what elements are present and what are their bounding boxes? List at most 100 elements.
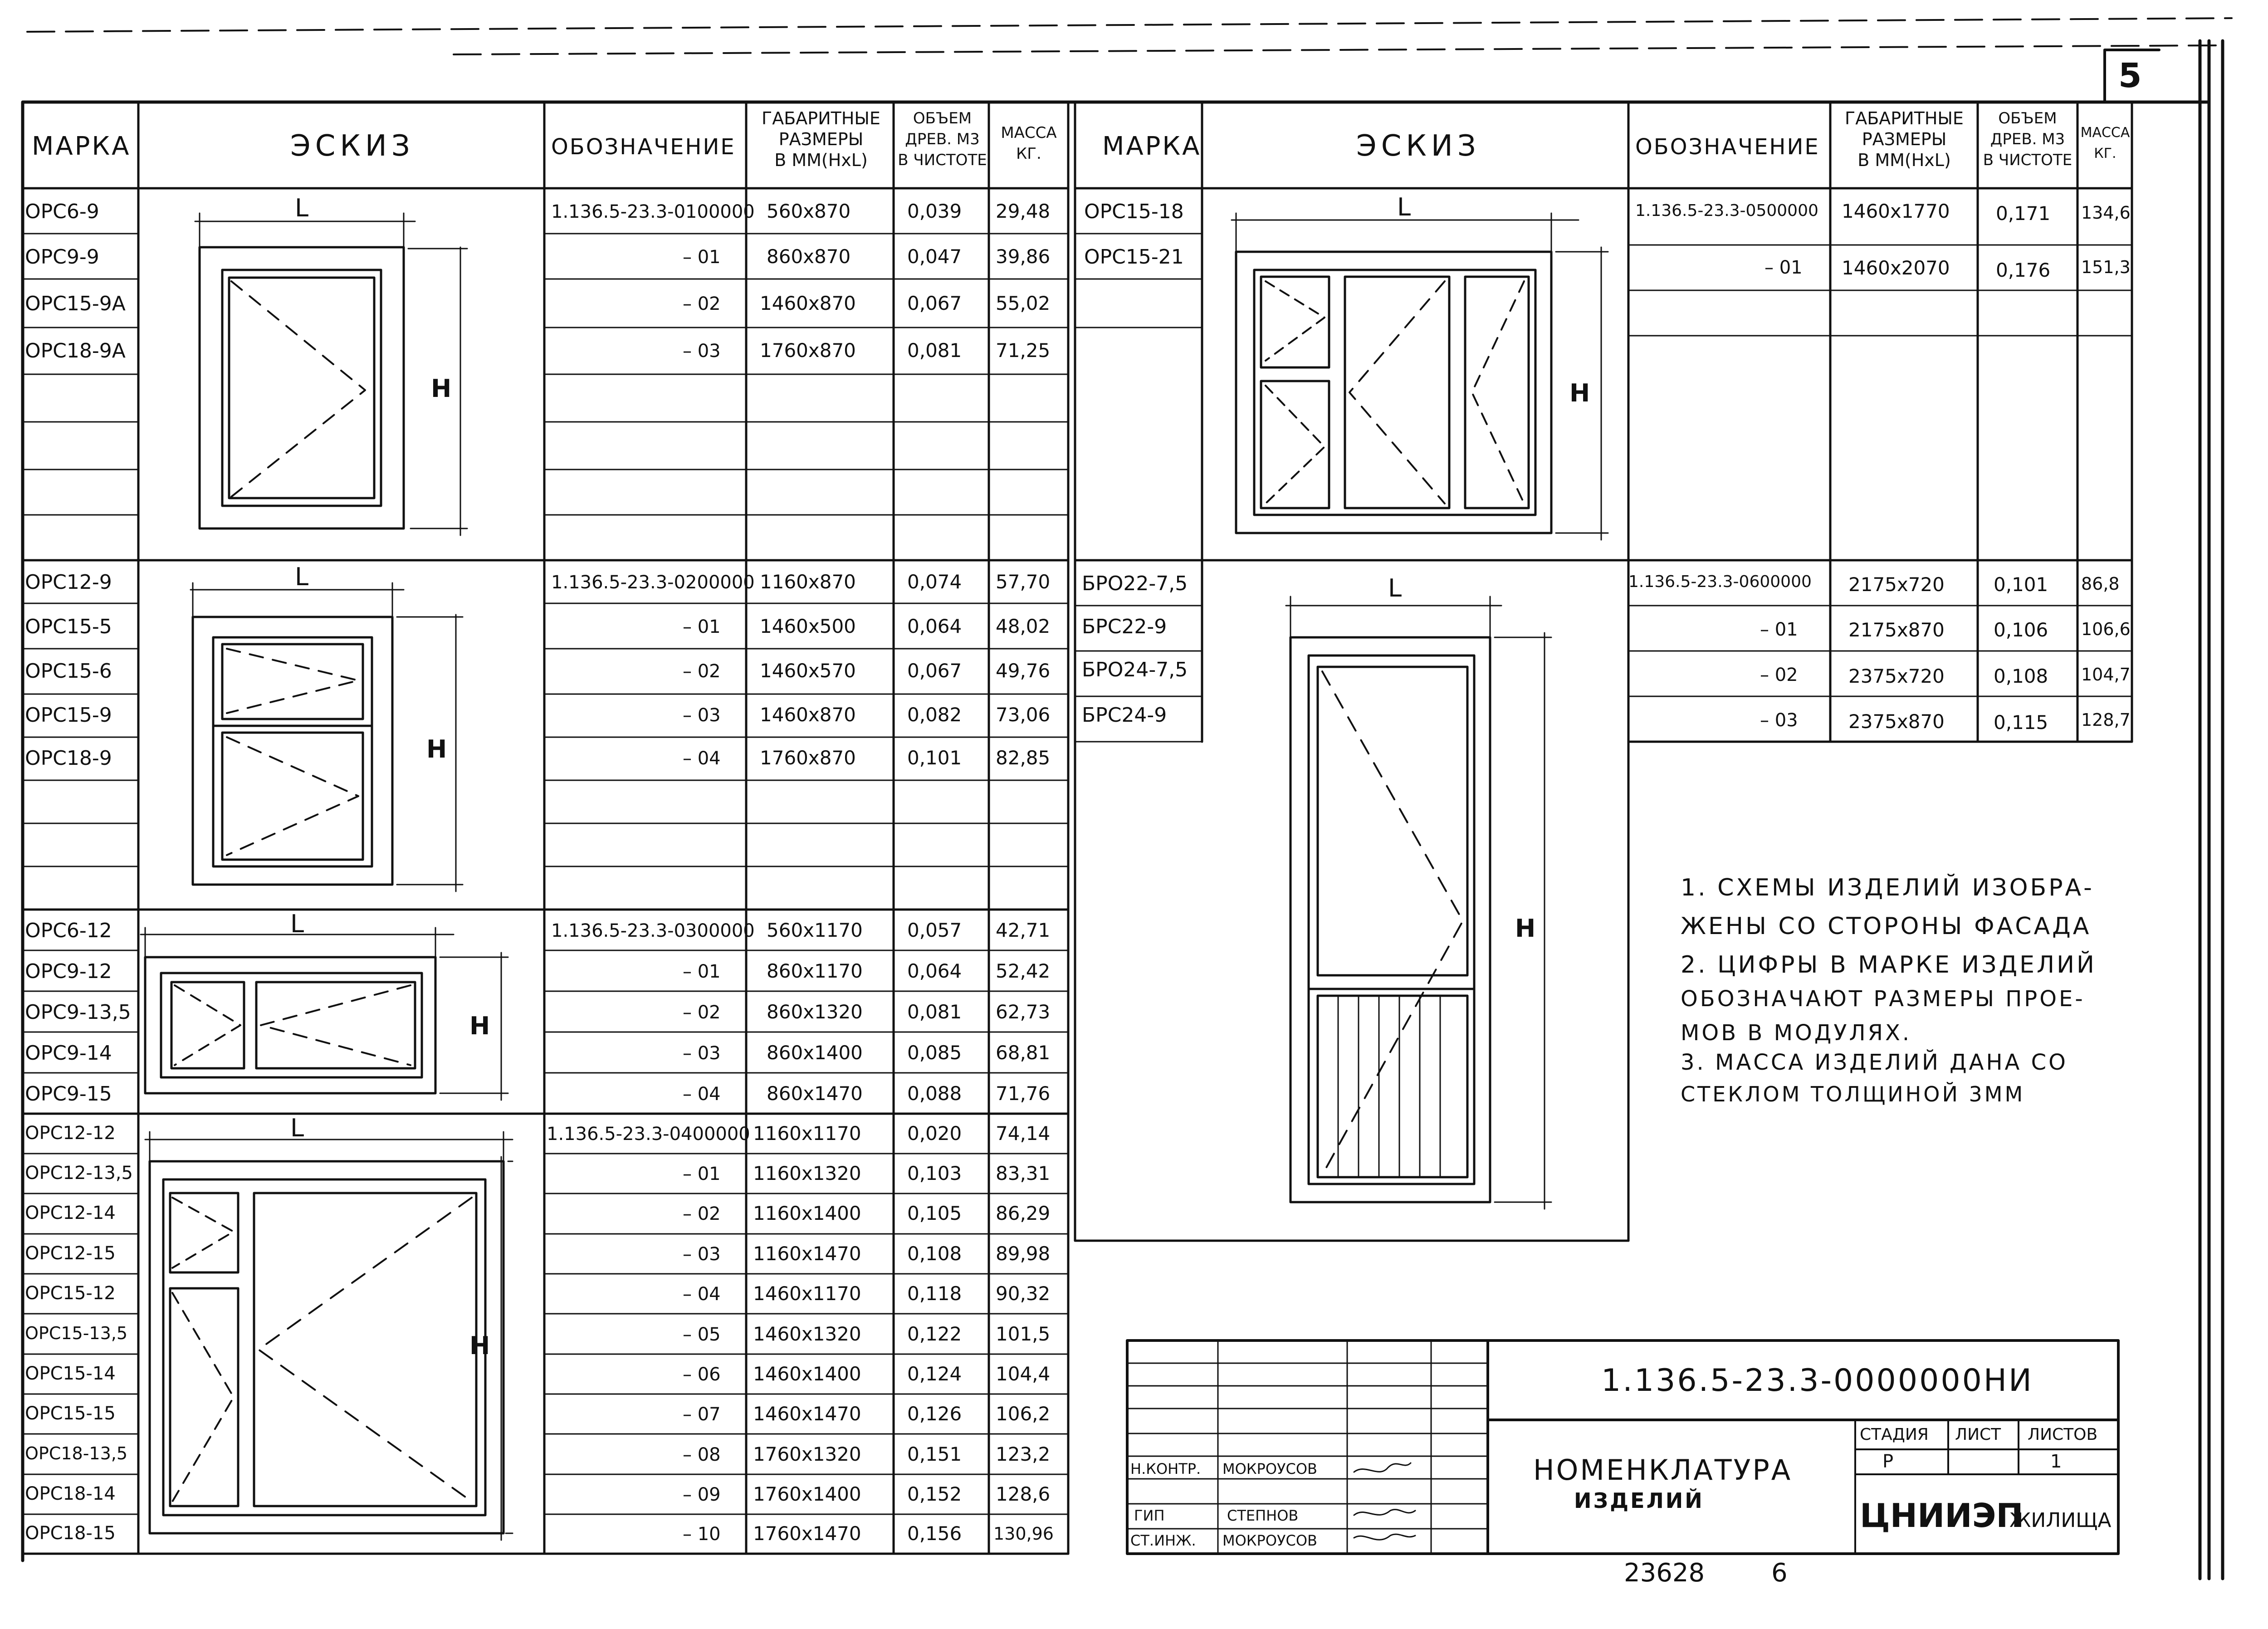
cell-dimensions: 1460х870: [760, 704, 856, 726]
cell-volume: 0,115: [1994, 711, 2048, 734]
cell-designation: – 03: [683, 341, 721, 362]
cell-volume: 0,047: [907, 245, 962, 268]
cell-designation: – 02: [1760, 665, 1798, 685]
sketch-width-label: L: [290, 910, 304, 938]
title-block-lines: [1126, 1339, 2120, 1555]
cell-mark: ОРС6-9: [25, 200, 99, 223]
cell-dimensions: 1760х1400: [753, 1483, 861, 1505]
cell-dimensions: 560х870: [767, 200, 851, 222]
cell-volume: 0,064: [907, 960, 962, 982]
cell-dimensions: 1460х570: [760, 660, 856, 682]
cell-volume: 0,085: [907, 1042, 962, 1064]
cell-mark: БРО22-7,5: [1082, 572, 1188, 595]
cell-volume: 0,126: [907, 1403, 962, 1425]
stage-label: СТАДИЯ: [1860, 1425, 1929, 1444]
signature-name: МОКРОУСОВ: [1222, 1460, 1317, 1477]
cell-volume: 0,152: [907, 1483, 962, 1505]
cell-mark: ОРС15-13,5: [25, 1323, 128, 1343]
organization-suffix: ЖИЛИЩА: [2009, 1509, 2112, 1532]
cell-designation: – 04: [683, 748, 721, 769]
sheets-label: ЛИСТОВ: [2028, 1425, 2098, 1444]
signature-role: Н.КОНТР.: [1130, 1460, 1201, 1477]
inventory-number: 23628: [1624, 1558, 1705, 1588]
cell-dimensions: 1460х870: [760, 292, 856, 314]
sheet-value: 1: [2050, 1451, 2062, 1472]
cell-volume: 0,171: [1996, 202, 2051, 225]
cell-mark: ОРС9-14: [25, 1042, 112, 1065]
cell-mass: 39,86: [996, 245, 1051, 268]
page-number: 6: [1771, 1558, 1788, 1588]
signature-name: МОКРОУСОВ: [1222, 1532, 1317, 1549]
cell-mark: ОРС18-9: [25, 747, 112, 770]
cell-mark: ОРС15-12: [25, 1283, 116, 1304]
cell-mark: ОРС9-13,5: [25, 1001, 131, 1024]
cell-mass: 48,02: [996, 615, 1051, 637]
cell-designation: – 08: [683, 1444, 721, 1465]
signature-name: СТЕПНОВ: [1227, 1507, 1299, 1524]
sketch-height-label: Н: [469, 1012, 490, 1040]
cell-dimensions: 1160х1400: [753, 1202, 861, 1224]
sketch-height-label: Н: [426, 735, 447, 763]
cell-mark: ОРС15-21: [1084, 245, 1184, 269]
notes-line: МОВ В МОДУЛЯХ.: [1681, 1020, 1912, 1046]
cell-dimensions: 560х1170: [767, 919, 863, 941]
header-sketch-right: ЭСКИЗ: [1356, 129, 1481, 163]
notes-line: ОБОЗНАЧАЮТ РАЗМЕРЫ ПРОЕ-: [1681, 986, 2085, 1012]
sketch-width-label: L: [295, 194, 309, 222]
cell-volume: 0,108: [907, 1243, 962, 1265]
left-table-grid: [21, 101, 1076, 1555]
sketch-width-label: L: [1397, 193, 1411, 221]
cell-volume: 0,020: [907, 1122, 962, 1145]
cell-designation: 1.136.5-23.3-0100000: [551, 201, 755, 222]
cell-mark: БРС24-9: [1082, 704, 1167, 727]
sketch-height-label: Н: [1569, 379, 1590, 407]
cell-mass: 86,8: [2081, 574, 2120, 594]
cell-volume: 0,082: [907, 704, 962, 726]
cell-volume: 0,118: [907, 1282, 962, 1305]
cell-dimensions: 860х1170: [767, 960, 863, 982]
top-border: [26, 17, 2233, 55]
cell-volume: 0,074: [907, 571, 962, 593]
cell-dimensions: 860х1320: [767, 1001, 863, 1023]
cell-volume: 0,101: [907, 747, 962, 769]
cell-mass: 130,96: [993, 1524, 1054, 1544]
cell-volume: 0,124: [907, 1363, 962, 1385]
cell-volume: 0,103: [907, 1162, 962, 1184]
notes-line: ЖЕНЫ СО СТОРОНЫ ФАСАДА: [1681, 913, 2092, 940]
window-sketch-ors15-18: [1231, 212, 1609, 541]
cell-mark: ОРС12-13,5: [25, 1163, 133, 1184]
cell-mark: ОРС12-15: [25, 1243, 116, 1264]
cell-dimensions: 1160х870: [760, 571, 856, 593]
cell-dimensions: 1460х1170: [753, 1282, 861, 1305]
cell-volume: 0,105: [907, 1202, 962, 1224]
window-sketch-ors12-9: [190, 582, 464, 892]
notes-line: 3. МАССА ИЗДЕЛИЙ ДАНА СО: [1681, 1050, 2068, 1075]
window-sketch-ors6-12: [140, 927, 509, 1101]
cell-designation: – 01: [1760, 619, 1798, 640]
cell-mark: ОРС15-18: [1084, 200, 1184, 223]
cell-designation: – 03: [683, 1043, 721, 1064]
sketch-width-label: L: [1388, 574, 1402, 602]
cell-mass: 104,7: [2081, 665, 2131, 685]
cell-mass: 42,71: [996, 919, 1051, 941]
cell-mark: БРО24-7,5: [1082, 658, 1188, 681]
cell-mass: 62,73: [996, 1001, 1051, 1023]
right-table-grid: [1074, 101, 2133, 1242]
cell-dimensions: 1160х1170: [753, 1122, 861, 1145]
notes-line: 2. ЦИФРЫ В МАРКЕ ИЗДЕЛИЙ: [1681, 951, 2097, 978]
cell-dimensions: 1760х870: [760, 747, 856, 769]
cell-designation: – 02: [683, 1203, 721, 1224]
cell-designation: – 03: [683, 1244, 721, 1265]
cell-mass: 123,2: [996, 1443, 1051, 1465]
stage-value: Р: [1882, 1451, 1894, 1472]
sheet-subtitle: ИЗДЕЛИЙ: [1574, 1488, 1704, 1513]
cell-designation: 1.136.5-23.3-0500000: [1635, 201, 1818, 220]
cell-mass: 74,14: [996, 1122, 1051, 1145]
sheet-title: НОМЕНКЛАТУРА: [1533, 1453, 1793, 1487]
cell-dimensions: 1760х1320: [753, 1443, 861, 1465]
cell-dimensions: 1160х1470: [753, 1243, 861, 1265]
cell-volume: 0,151: [907, 1443, 962, 1465]
